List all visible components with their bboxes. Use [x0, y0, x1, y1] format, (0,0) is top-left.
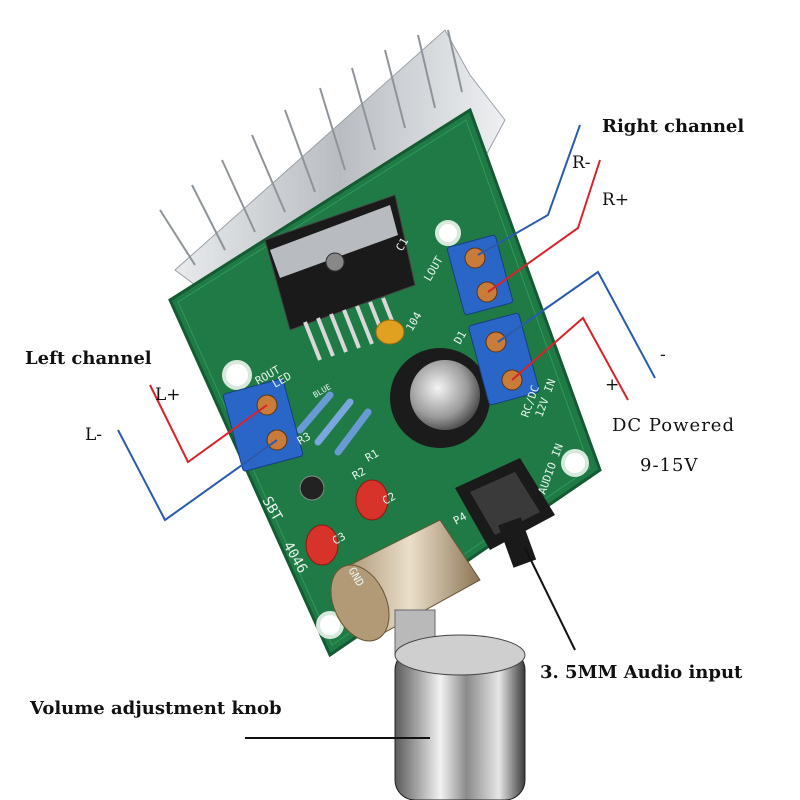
silk-r1: R1 [363, 447, 381, 465]
wire-dc-minus [497, 270, 656, 379]
amplifier-ic [264, 194, 416, 361]
left-channel-label: Left channel [25, 348, 152, 369]
ceramic-capacitor [375, 319, 405, 345]
wire-l-plus [149, 384, 268, 464]
small-capacitor [299, 475, 325, 501]
audio-input-label: 3. 5MM Audio input [540, 662, 743, 683]
dc-voltage-label: 9-15V [640, 455, 699, 476]
audio-jack [455, 458, 555, 568]
volume-knob[interactable] [394, 634, 526, 800]
silk-r3: R3 [295, 430, 313, 448]
wire-l-minus [117, 429, 278, 522]
silk-c2: C2 [380, 490, 398, 508]
terminal-right-out [446, 234, 514, 316]
wire-r-minus [477, 124, 581, 256]
wire-r-plus [487, 159, 601, 293]
mount-hole [222, 360, 252, 390]
silk-c3: C3 [330, 530, 348, 548]
silk-p4: P4 [451, 510, 469, 528]
l-minus-label: L- [85, 425, 103, 445]
right-channel-label: Right channel [602, 116, 745, 137]
silk-r2: R2 [350, 465, 368, 483]
mount-hole [561, 449, 589, 477]
r-plus-label: R+ [602, 190, 630, 210]
volume-knob-label: Volume adjustment knob [30, 698, 282, 719]
silk-c1: C1 [393, 236, 411, 254]
l-plus-label: L+ [155, 385, 181, 405]
silk-d1: D1 [451, 329, 469, 347]
dc-plus-label: + [605, 375, 620, 395]
film-capacitor-c2 [355, 479, 389, 521]
terminal-dc-in [468, 312, 540, 406]
dc-minus-label: - [660, 345, 666, 365]
audio-pointer-line [524, 547, 576, 651]
resistors [296, 391, 372, 456]
mount-hole [435, 220, 461, 246]
film-capacitor-c3 [305, 524, 339, 566]
potentiometer [330, 519, 481, 656]
mount-hole [316, 611, 344, 639]
electrolytic-capacitor [390, 348, 490, 448]
wire-dc-plus [511, 316, 629, 401]
dc-powered-label: DC Powered [612, 415, 735, 436]
r-minus-label: R- [572, 153, 591, 173]
heatsink [159, 29, 506, 301]
